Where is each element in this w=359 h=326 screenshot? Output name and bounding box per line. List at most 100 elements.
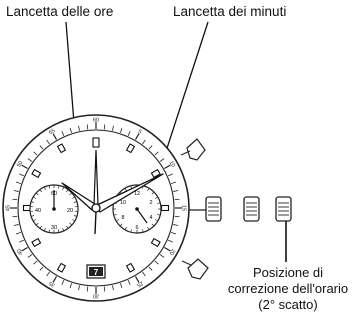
bezel-tick bbox=[12, 215, 18, 218]
bezel-tick bbox=[33, 151, 38, 156]
center-pivot bbox=[91, 203, 101, 213]
chrono-center-hand-tail bbox=[94, 210, 97, 235]
bezel-tick bbox=[46, 271, 50, 277]
bezel-number: 15 bbox=[181, 205, 187, 211]
bezel-number: 5 bbox=[137, 129, 143, 136]
subdial-tick bbox=[39, 225, 42, 229]
crown-position-label-line2: correzione dell'orario bbox=[227, 281, 349, 296]
bezel-tick bbox=[61, 131, 65, 136]
hour-marker-2 bbox=[150, 168, 161, 179]
bezel-tick bbox=[78, 285, 80, 291]
bezel-tick bbox=[15, 181, 21, 184]
bezel-tick bbox=[61, 280, 65, 285]
bezel-number: 10 bbox=[168, 160, 176, 168]
bezel-tick bbox=[69, 127, 72, 133]
bezel-number: 55 bbox=[48, 128, 56, 136]
bezel-tick bbox=[164, 164, 171, 170]
crown-position-1 bbox=[243, 196, 260, 222]
bezel-number: 35 bbox=[48, 280, 56, 288]
crown-position-0 bbox=[205, 196, 222, 222]
bezel-tick bbox=[142, 139, 146, 145]
bezel-tick bbox=[120, 127, 123, 133]
hour-hand-label: Lancetta delle ore bbox=[6, 4, 114, 19]
bezel-tick bbox=[86, 124, 89, 130]
bezel-tick bbox=[21, 246, 28, 252]
subdial-tick bbox=[130, 229, 132, 232]
bezel-tick bbox=[112, 125, 114, 131]
bezel-tick bbox=[148, 266, 153, 271]
bezel-tick bbox=[33, 260, 38, 265]
bezel-tick bbox=[103, 124, 106, 130]
bezel-tick bbox=[173, 224, 179, 226]
right-subdial-num-10: 10 bbox=[120, 200, 126, 206]
bezel-tick bbox=[103, 286, 106, 292]
subdial-tick bbox=[48, 185, 50, 189]
subdial-tick bbox=[72, 196, 75, 199]
subdial-tick bbox=[36, 222, 39, 225]
left-subdial-pivot bbox=[52, 207, 56, 211]
subdial-tick bbox=[39, 189, 42, 193]
crown-position-label-line3: (2° scatto) bbox=[258, 297, 318, 312]
subdial-tick bbox=[142, 229, 144, 232]
subdial-tick bbox=[48, 229, 50, 233]
bezel-tick bbox=[52, 276, 58, 283]
subdial-tick bbox=[44, 187, 46, 190]
bezel-tick bbox=[171, 181, 177, 184]
date-window-inner bbox=[89, 267, 103, 276]
subdial-tick bbox=[58, 185, 60, 189]
date-digit: 7 bbox=[94, 268, 99, 277]
bezel-number: 30 bbox=[93, 293, 99, 299]
bezel-tick bbox=[159, 254, 165, 258]
bezel-tick bbox=[148, 145, 153, 150]
subdial-tick bbox=[69, 193, 72, 196]
bezel-tick bbox=[46, 139, 50, 145]
bezel-tick bbox=[120, 283, 123, 289]
subdial-tick bbox=[155, 219, 158, 222]
right-subdial-pivot bbox=[135, 207, 139, 211]
bezel-tick bbox=[19, 173, 24, 177]
hour-marker-7 bbox=[56, 262, 67, 273]
subdial-tick bbox=[33, 219, 36, 222]
subdial-tick bbox=[73, 201, 77, 203]
left-subdial-num-40: 40 bbox=[35, 208, 41, 214]
bezel-tick bbox=[174, 215, 180, 218]
subdial-tick bbox=[58, 229, 60, 233]
lower-pusher bbox=[187, 258, 209, 280]
bezel-tick bbox=[15, 232, 21, 235]
bezel-tick bbox=[27, 254, 33, 258]
bezel-tick bbox=[13, 190, 19, 192]
hour-marker-3 bbox=[160, 204, 170, 212]
bezel-tick bbox=[52, 133, 58, 140]
subdial-tick bbox=[157, 202, 160, 204]
subdial-tick bbox=[147, 188, 150, 191]
bezel-tick bbox=[168, 239, 173, 243]
bezel-tick bbox=[39, 266, 44, 271]
bezel-tick bbox=[19, 239, 24, 243]
right-subdial-num-4: 4 bbox=[149, 215, 152, 221]
subdial-tick bbox=[157, 214, 160, 216]
bezel-ticks bbox=[10, 122, 182, 294]
bezel-number: 50 bbox=[16, 160, 24, 168]
bezel-tick bbox=[86, 286, 89, 292]
hour-marker-5 bbox=[125, 262, 136, 273]
bezel-tick bbox=[21, 164, 28, 170]
upper-pusher bbox=[186, 138, 206, 161]
crown-position-2 bbox=[275, 196, 292, 222]
right-subdial-num-2: 2 bbox=[149, 200, 152, 206]
bezel-number: 20 bbox=[168, 248, 176, 256]
bezel-tick bbox=[164, 246, 171, 252]
hour-marker-10 bbox=[31, 168, 42, 179]
bezel-tick bbox=[112, 285, 114, 291]
bezel-tick bbox=[12, 198, 18, 201]
bezel-tick bbox=[142, 271, 146, 277]
subdial-tick bbox=[124, 227, 127, 230]
bezel-tick bbox=[154, 260, 159, 265]
subdial-tick bbox=[62, 187, 64, 190]
subdial-tick bbox=[151, 192, 154, 195]
lower-pusher-stem bbox=[181, 260, 192, 266]
bezel-tick bbox=[173, 190, 179, 192]
bezel-tick bbox=[39, 145, 44, 150]
bezel-tick bbox=[174, 198, 180, 201]
